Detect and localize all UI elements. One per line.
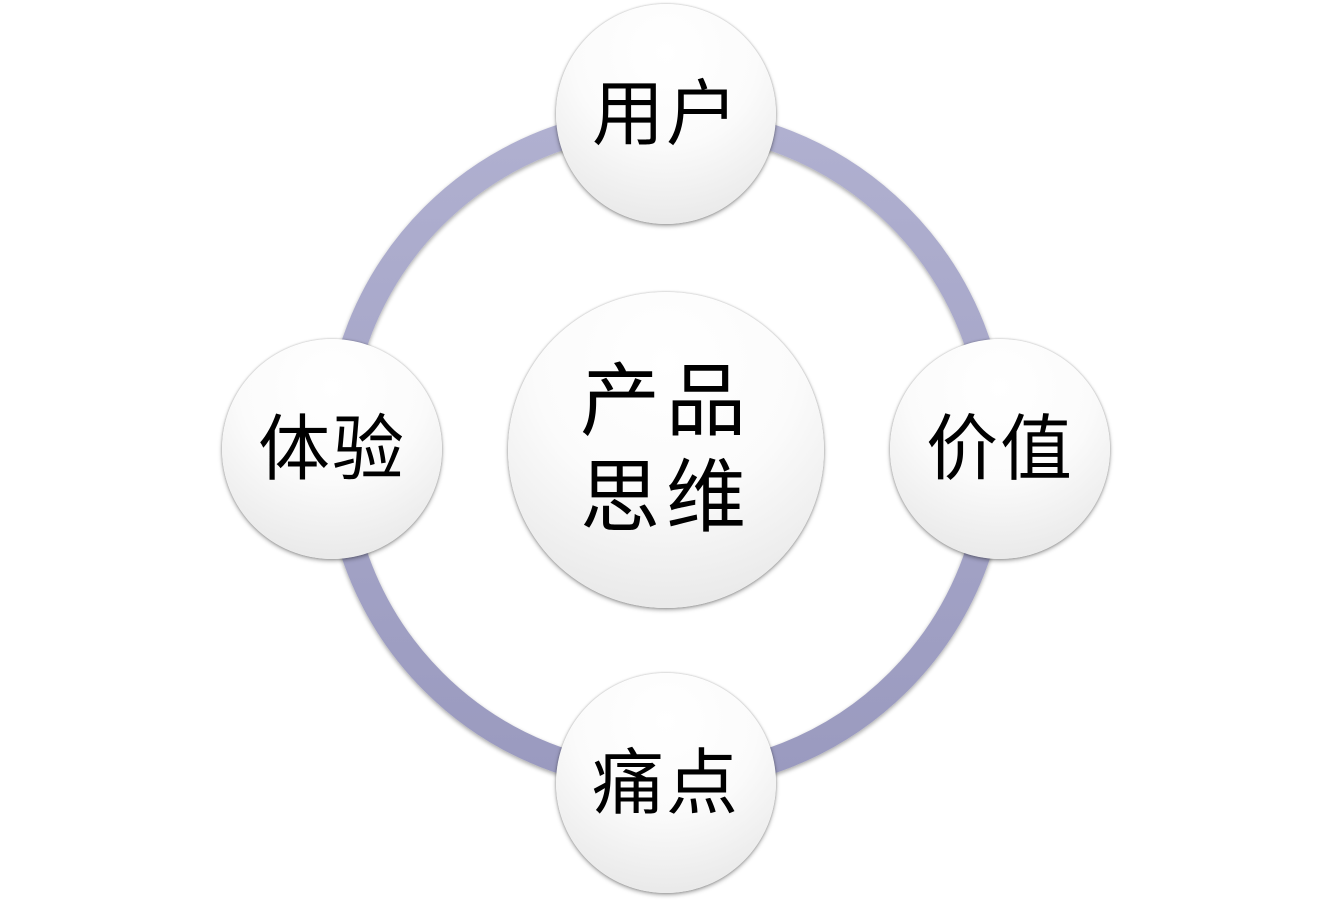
center-label-line1: 产品 xyxy=(580,355,752,448)
node-experience-label: 体验 xyxy=(257,407,406,491)
node-pain-point-label: 痛点 xyxy=(591,741,740,825)
center-label: 产品 思维 xyxy=(580,354,752,546)
node-value-label: 价值 xyxy=(925,407,1074,491)
node-value: 价值 xyxy=(890,339,1110,559)
node-user-label: 用户 xyxy=(591,72,740,156)
node-experience: 体验 xyxy=(222,339,442,559)
center-label-line2: 思维 xyxy=(580,451,752,544)
node-product-thinking: 产品 思维 xyxy=(508,292,824,608)
node-pain-point: 痛点 xyxy=(556,673,776,893)
node-user: 用户 xyxy=(556,4,776,224)
